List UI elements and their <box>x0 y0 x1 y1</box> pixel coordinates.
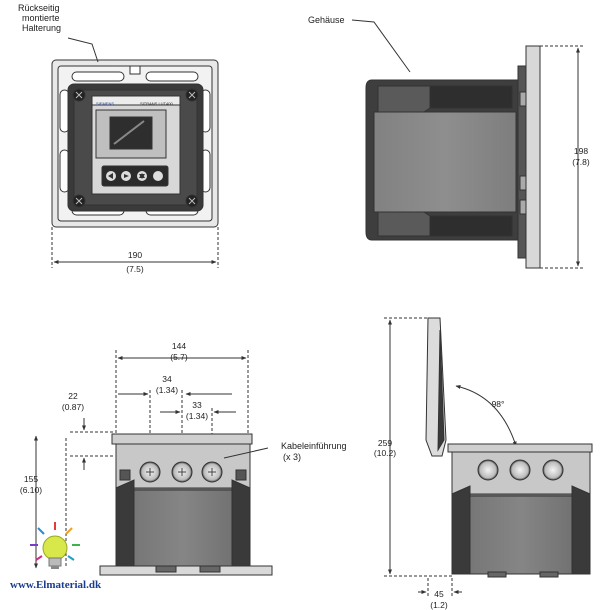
dim-angle: 98° <box>491 399 505 409</box>
cable-entry-label-line2: (x 3) <box>283 452 301 462</box>
dim-gland-spacing2-mm: 33 <box>192 400 202 410</box>
bracket-label-line1: Rückseitig <box>18 3 60 13</box>
bracket-label-line3: Halterung <box>22 23 62 33</box>
dim-gland-spacing1-mm: 34 <box>162 374 172 384</box>
dim-width-in: (7.5) <box>126 264 144 274</box>
housing-label: Gehäuse <box>308 15 345 25</box>
bottom-side-view <box>384 317 517 598</box>
dim-top-offset-in: (0.87) <box>61 402 85 412</box>
dim-gland-spacing1-in: (1.34) <box>155 385 179 395</box>
dim-width-mm: 190 <box>127 250 143 260</box>
dim-box-height-mm: 155 <box>23 474 39 484</box>
bottom-front-housing <box>99 433 273 576</box>
dim-box-height-in: (6.10) <box>19 485 43 495</box>
cable-entry-label-line1: Kabeleinführung <box>281 441 347 451</box>
dim-box-width-in: (5.7) <box>170 352 188 362</box>
dim-height-mm: 198 <box>573 146 589 156</box>
front-view <box>51 37 219 268</box>
dim-gland-spacing2-in: (1.34) <box>185 411 209 421</box>
dim-top-offset-mm: 22 <box>68 391 78 401</box>
keypad <box>101 165 169 187</box>
device-model-label: SITRANS LUT400 <box>140 101 173 106</box>
dim-height-in: (7.8) <box>572 157 590 167</box>
dim-open-height-in: (10.2) <box>373 448 397 458</box>
logo-bulb-icon <box>30 522 80 569</box>
dim-box-width-mm: 144 <box>171 341 187 351</box>
dim-depth-in: (1.2) <box>430 600 448 610</box>
bottom-side-housing <box>425 317 593 578</box>
mounting-bracket-side <box>525 45 541 269</box>
watermark-text: www.Elmaterial.dk <box>10 579 102 591</box>
mounting-base <box>99 565 273 576</box>
dim-depth-mm: 45 <box>434 589 444 599</box>
bracket-label-line2: montierte <box>22 13 60 23</box>
device-brand-label: SIEMENS <box>96 101 115 106</box>
dim-open-height-mm: 259 <box>377 438 393 448</box>
side-view <box>351 19 584 269</box>
